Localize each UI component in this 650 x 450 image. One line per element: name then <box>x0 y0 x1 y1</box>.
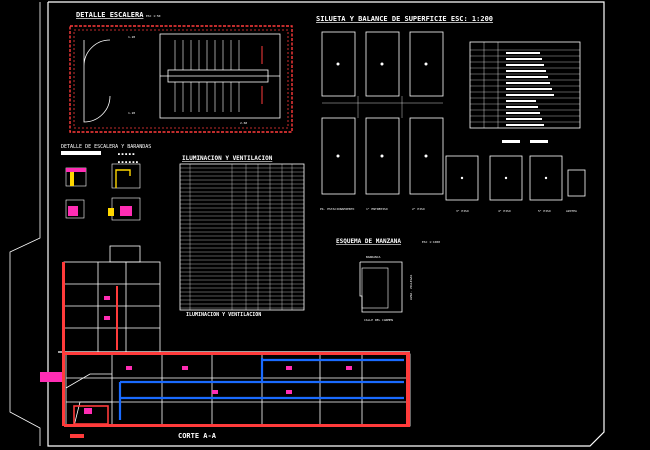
block-sketch-scale: ESC 1:1000 <box>422 240 440 244</box>
entrance-marker <box>40 372 62 382</box>
silhouette-label-3: 3° PISO <box>456 209 469 213</box>
table-cell-mark <box>506 100 536 102</box>
sheet-border <box>47 1 605 447</box>
stair-door-arc-lower <box>83 95 111 123</box>
lighting-title-bottom: ILUMINACION Y VENTILACION <box>186 312 261 318</box>
railing-detail-title: DETALLE DE ESCALERA Y BARANDAS <box>61 144 151 150</box>
surface-balance-table <box>469 41 581 143</box>
svg-text:2.60: 2.60 <box>240 121 247 125</box>
silhouette-surface-balance: SILUETA Y BALANCE DE SUPERFICIE ESC: 1:2… <box>316 15 586 213</box>
table-cell-mark <box>506 52 540 54</box>
svg-text:■ ■ ■ ■ ■: ■ ■ ■ ■ ■ <box>118 152 134 156</box>
silhouette-label-4: 4° PISO <box>498 209 511 213</box>
stair-treads <box>174 40 240 112</box>
table-cell-mark <box>506 124 544 126</box>
stair-detail: DETALLE ESCALERA ESC 1:50 1.20 1.20 2.60 <box>69 11 293 133</box>
stair-detail-title: DETALLE ESCALERA <box>76 11 144 19</box>
silhouette-label-1: 1° ENTREPISO <box>366 207 388 211</box>
block-sketch-title: ESQUEMA DE MANZANA <box>336 238 401 245</box>
stair-outer-wall <box>69 25 293 133</box>
block-street-0: BARRANCA <box>366 255 381 259</box>
table-cell-mark <box>506 76 548 78</box>
block-sketch: ESQUEMA DE MANZANA ESC 1:1000 BARRANCA C… <box>336 238 440 322</box>
table-cell-mark <box>506 70 546 72</box>
table-cell-mark <box>506 64 544 66</box>
section-a-a: CORTE A-A <box>40 245 411 440</box>
svg-text:1.20: 1.20 <box>128 111 135 115</box>
table-cell-mark <box>506 94 554 96</box>
block-street-1: AVDA. VILLEGAS <box>409 275 413 300</box>
sheet-left-margin <box>9 2 41 446</box>
table-cell-mark <box>506 118 542 120</box>
svg-text:1.20: 1.20 <box>128 35 135 39</box>
svg-text:■ ■ ■ ■ ■ ■: ■ ■ ■ ■ ■ ■ <box>118 160 138 164</box>
section-title: CORTE A-A <box>178 432 217 440</box>
silhouette-title: SILUETA Y BALANCE DE SUPERFICIE ESC: 1:2… <box>316 15 493 23</box>
block-street-2: CALLE DEL CARMEN <box>364 318 393 322</box>
table-cell-mark <box>506 106 538 108</box>
railing-detail: DETALLE DE ESCALERA Y BARANDAS ■ ■ ■ ■ ■… <box>61 144 151 221</box>
table-cell-mark <box>506 88 552 90</box>
silhouette-label-6: AZOTEA <box>566 209 577 213</box>
silhouette-label-5: 5° PISO <box>538 209 551 213</box>
silhouette-label-2: 2° PISO <box>412 207 425 211</box>
stair-inner-wall <box>73 29 289 129</box>
stair-detail-scale: ESC 1:50 <box>146 14 161 18</box>
stair-door-arc <box>83 39 111 67</box>
lighting-ventilation-table: ILUMINACION Y VENTILACION ILUMINACION Y … <box>179 155 305 318</box>
table-cell-mark <box>506 112 540 114</box>
table-cell-mark <box>506 58 542 60</box>
table-cell-mark <box>506 82 550 84</box>
silhouette-label-0: Pb. ESTACIONAMIENTO <box>320 207 355 211</box>
lighting-title: ILUMINACION Y VENTILACION <box>182 155 273 162</box>
